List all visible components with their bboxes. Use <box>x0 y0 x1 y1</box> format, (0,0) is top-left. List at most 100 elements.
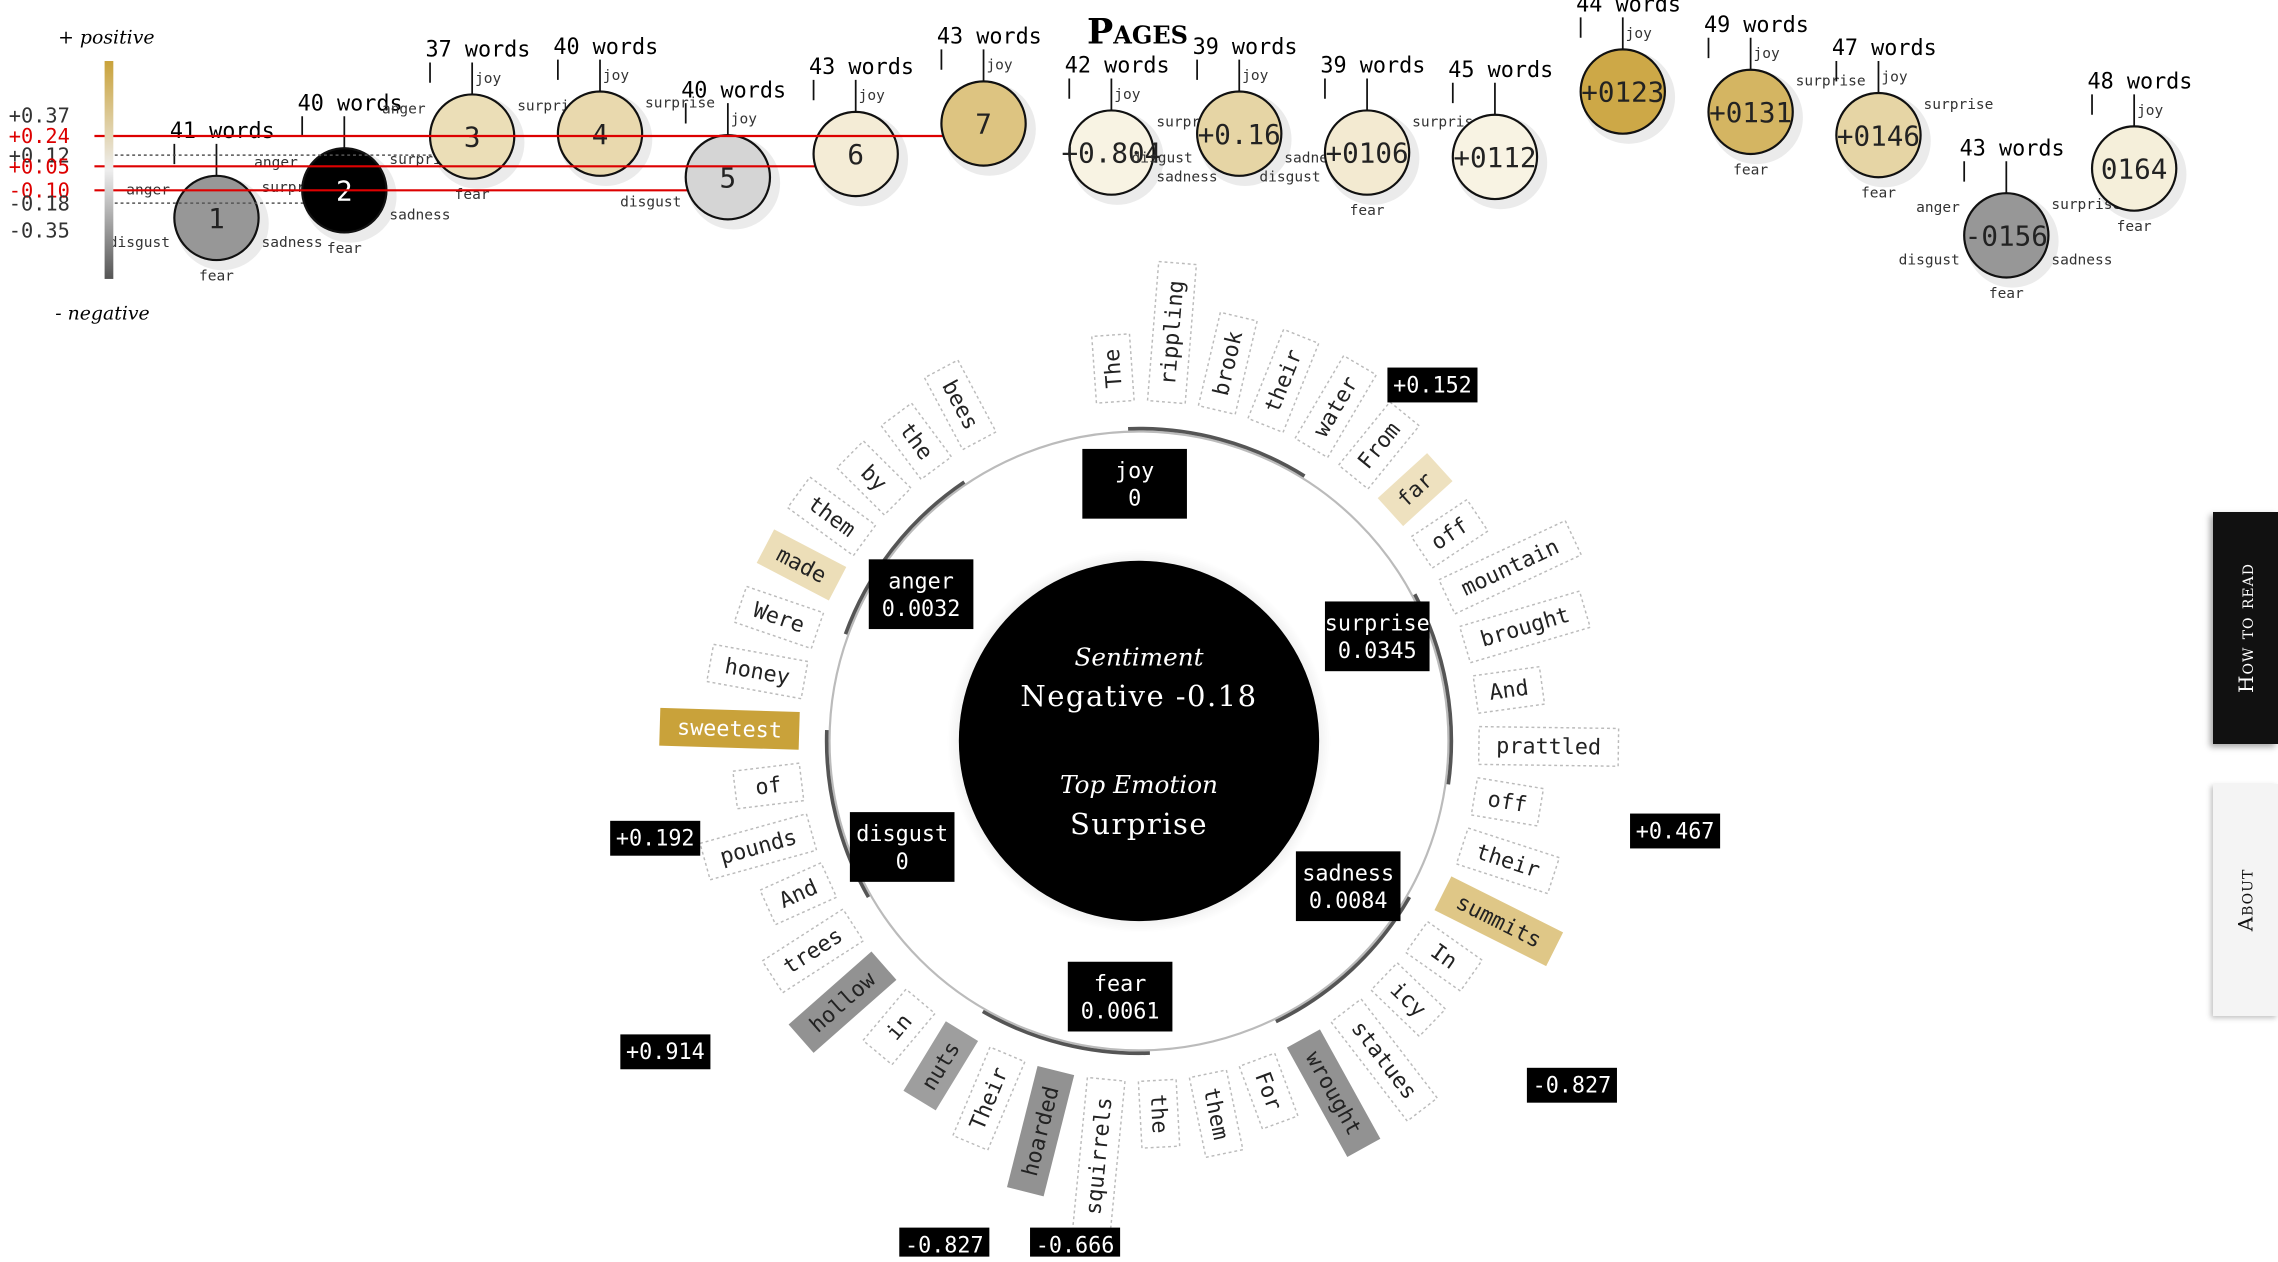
word-text: And <box>1488 676 1530 706</box>
word-cell[interactable]: icy <box>1370 961 1447 1038</box>
about-tab[interactable]: About <box>2213 784 2278 1016</box>
page-circle[interactable] <box>1196 90 1283 177</box>
page-emotion-label: joy <box>1754 46 1780 62</box>
word-cell[interactable]: their <box>1455 827 1561 895</box>
page-circle[interactable] <box>173 174 260 262</box>
word-cell[interactable]: honey <box>705 643 809 700</box>
word-cell[interactable]: trees <box>761 908 865 994</box>
axis-tick-label: +0.05 <box>9 155 70 179</box>
word-cell[interactable]: hoarded <box>1007 1065 1075 1197</box>
pages-title: Pages <box>1087 12 1188 53</box>
word-score-bg <box>620 1034 711 1070</box>
word-box <box>1091 333 1135 404</box>
word-count-tick <box>940 49 985 82</box>
word-box <box>788 951 897 1053</box>
page-number: +0123 <box>1581 76 1664 109</box>
page-word-count: 40 words <box>298 91 403 116</box>
how-to-read-tab[interactable]: How to read <box>2213 512 2278 744</box>
word-score-value: +0.192 <box>616 827 695 852</box>
word-cell[interactable]: brought <box>1458 590 1592 664</box>
page-emotion-label: sadness <box>262 235 323 251</box>
about-label: About <box>2233 868 2258 932</box>
page-emotion-label: joy <box>475 71 501 87</box>
word-cell[interactable]: rippling <box>1146 260 1198 405</box>
word-box <box>1188 1069 1244 1159</box>
word-cell[interactable]: off <box>1470 776 1545 827</box>
page-circle[interactable] <box>1963 192 2050 279</box>
page-number: +0131 <box>1709 96 1792 129</box>
top-emotion-label: Top Emotion <box>1060 770 1218 799</box>
word-cell[interactable]: in <box>862 988 936 1066</box>
word-cell[interactable]: For <box>1238 1052 1299 1130</box>
word-box <box>1410 498 1489 570</box>
word-cell[interactable]: And <box>759 861 838 926</box>
axis-tick-label: +0.37 <box>9 103 70 127</box>
word-cell[interactable]: of <box>732 762 805 810</box>
word-cell[interactable]: them <box>1188 1069 1244 1159</box>
page-emotion-label: disgust <box>109 235 170 251</box>
word-cell[interactable]: the <box>880 402 953 481</box>
page-word-count: 39 words <box>1193 35 1298 60</box>
page-emotion-label: joy <box>986 58 1012 74</box>
page-circle[interactable] <box>940 80 1027 167</box>
word-cell[interactable]: And <box>1472 665 1546 715</box>
page-emotion-label: disgust <box>1899 252 1960 268</box>
word-cell[interactable]: by <box>835 440 912 516</box>
page-circle[interactable] <box>1579 48 1666 135</box>
emotion-box-bg <box>849 812 955 882</box>
word-count-tick <box>684 103 729 136</box>
emotion-name: disgust <box>856 822 948 847</box>
word-cell[interactable]: squirrels <box>1071 1076 1126 1236</box>
word-cell[interactable]: prattled <box>1477 725 1620 767</box>
word-cell[interactable]: off <box>1410 498 1489 570</box>
word-box <box>1197 311 1259 416</box>
page-emotion-label: fear <box>2117 219 2152 235</box>
emotion-box-bg <box>1324 601 1430 672</box>
word-cell[interactable]: Were <box>733 585 825 650</box>
emotion-name: surprise <box>1325 612 1430 637</box>
page-circle[interactable] <box>556 90 644 177</box>
word-cell[interactable]: The <box>1091 333 1135 404</box>
word-box <box>1477 725 1620 767</box>
sentiment-scale-bar <box>104 61 114 279</box>
word-count-tick <box>1196 59 1241 92</box>
word-box <box>880 402 953 481</box>
page-emotion-label: fear <box>1350 203 1385 219</box>
page-circle[interactable] <box>1707 68 1794 156</box>
word-score-value: +0.914 <box>626 1040 705 1065</box>
word-text: of <box>754 773 783 801</box>
word-cell[interactable]: pounds <box>699 812 818 881</box>
word-cell[interactable]: In <box>1404 920 1484 993</box>
word-cell[interactable]: sweetest <box>659 707 800 750</box>
word-box <box>732 762 805 810</box>
page-number: 3 <box>464 121 481 154</box>
word-box <box>1294 354 1378 459</box>
word-cell[interactable]: brook <box>1197 311 1259 416</box>
word-score-value: +0.467 <box>1636 819 1715 844</box>
word-cell[interactable]: the <box>1137 1078 1181 1149</box>
word-cell[interactable]: far <box>1377 453 1453 527</box>
page-word-count: 41 words <box>170 119 275 144</box>
